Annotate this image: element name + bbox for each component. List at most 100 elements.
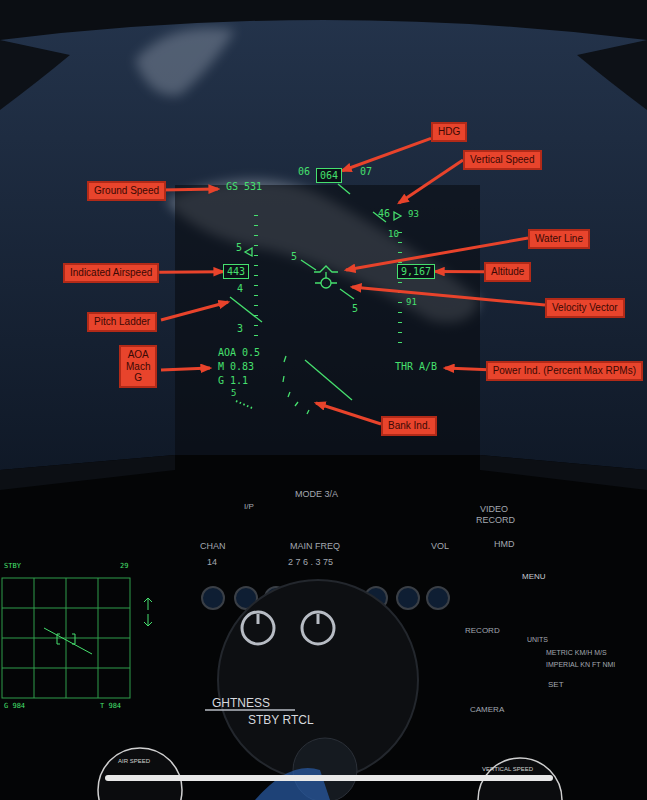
callout-label: Pitch Ladder <box>87 312 157 332</box>
label-text: Velocity Vector <box>552 302 618 314</box>
night-sky <box>0 0 647 480</box>
callout-label: Altitude <box>484 262 531 282</box>
canopy-frame <box>577 40 647 110</box>
hud-combiner <box>175 185 480 455</box>
callout-arrow <box>352 287 545 305</box>
hud-readout: AOA 0.5 <box>218 347 260 358</box>
callout-label: Vertical Speed <box>463 150 542 170</box>
hud-readout: 5 <box>236 242 242 253</box>
knob-mark <box>257 614 260 624</box>
callout-arrows <box>161 160 545 424</box>
mfd-arrow <box>144 598 152 626</box>
label-text: Ground Speed <box>94 185 159 197</box>
hud-readout: G 1.1 <box>218 375 248 386</box>
panel-label: VIDEO <box>480 505 508 515</box>
label-text: 064 <box>320 170 338 181</box>
hud-readout: 07 <box>360 166 372 177</box>
panel-label: IMPERIAL KN FT NMI <box>546 661 615 669</box>
callout-arrow <box>161 368 210 370</box>
hud-readout: 06 <box>298 166 310 177</box>
callout-label: Velocity Vector <box>545 298 625 318</box>
horizon-line <box>305 360 352 400</box>
knob <box>202 587 224 609</box>
callout-arrow <box>159 270 223 274</box>
panel-label: 14 <box>207 558 217 568</box>
panel-label: I/P <box>244 503 254 512</box>
airspeed-gauge <box>98 748 182 800</box>
pitch-ladder <box>230 297 262 322</box>
callout-label: HDG <box>431 122 467 142</box>
attitude-ball <box>255 768 330 800</box>
knob <box>397 587 419 609</box>
label-text: Vertical Speed <box>470 154 535 166</box>
panel-label: VOL <box>431 542 449 552</box>
pitch-line <box>301 260 316 270</box>
home-indicator <box>105 775 553 781</box>
label-text: Power Ind. (Percent Max RPMs) <box>493 365 636 377</box>
knob <box>427 587 449 609</box>
hud-readout-box: 443 <box>223 264 249 279</box>
callout-arrow <box>161 189 218 190</box>
pitch-line <box>340 289 354 299</box>
grid-line <box>2 638 130 639</box>
mfd-frame <box>2 578 130 698</box>
callout-arrow <box>435 270 484 273</box>
hud-readout: M 0.83 <box>218 361 254 372</box>
label-text: 9,167 <box>401 266 431 277</box>
hud-readout: 5 <box>291 251 297 262</box>
hud-readout: 4 <box>237 283 243 294</box>
mfd-symbol <box>57 634 75 644</box>
hud-symbology <box>230 184 401 414</box>
heading-caret <box>338 184 350 194</box>
grid-line <box>2 668 130 669</box>
hud-readout: GS 531 <box>226 181 262 192</box>
panel-label: GHTNESS <box>212 697 270 710</box>
callout-arrow <box>342 138 431 170</box>
mfd-symbol <box>44 628 92 654</box>
panel-label: 2 7 6 . 3 75 <box>288 558 333 568</box>
hud-readout: 10 <box>388 230 399 240</box>
hud-readout: 3 <box>237 323 243 334</box>
panel-label: 29 <box>120 563 128 571</box>
panel-label: STBY RTCL <box>248 714 314 727</box>
callout-label: AOA Mach G <box>119 345 157 388</box>
callout-label: Indicated Airspeed <box>63 263 159 283</box>
grid-line <box>2 608 130 609</box>
canopy-frame <box>0 0 647 40</box>
panel-label: MAIN FREQ <box>290 542 340 552</box>
airspeed-tape <box>254 215 258 345</box>
hud-readout: 46 <box>378 208 390 219</box>
label-text: Altitude <box>491 266 524 278</box>
label-text: Indicated Airspeed <box>70 267 152 279</box>
hud-readout: 91 <box>406 298 417 308</box>
panel-label: MENU <box>522 573 546 582</box>
panel-label: MODE 3/A <box>295 490 338 500</box>
label-text: AOA Mach G <box>126 349 150 384</box>
hud-readout-box: 064 <box>316 168 342 183</box>
panel-label: T 984 <box>100 703 121 711</box>
glareshield <box>0 455 175 490</box>
knob-mark <box>317 614 320 624</box>
panel-label: STBY <box>4 563 21 571</box>
panel-label: CAMERA <box>470 706 504 715</box>
hud-readout: 5 <box>231 389 236 399</box>
callout-label: Ground Speed <box>87 181 166 201</box>
mfd-grid <box>2 578 152 698</box>
panel-label: HMD <box>494 540 515 550</box>
callout-label: Water Line <box>528 229 590 249</box>
dotted-scale <box>236 401 252 408</box>
callout-arrow <box>316 403 381 424</box>
callout-arrow <box>399 160 463 203</box>
velocity-vector <box>321 278 331 288</box>
vs-caret <box>394 212 401 220</box>
cloud <box>135 28 235 96</box>
hud-readout: THR A/B <box>395 361 437 372</box>
label-text: 443 <box>227 266 245 277</box>
velocity-vector-wings <box>315 272 337 283</box>
label-text: Pitch Ladder <box>94 316 150 328</box>
panel-label: CHAN <box>200 542 226 552</box>
